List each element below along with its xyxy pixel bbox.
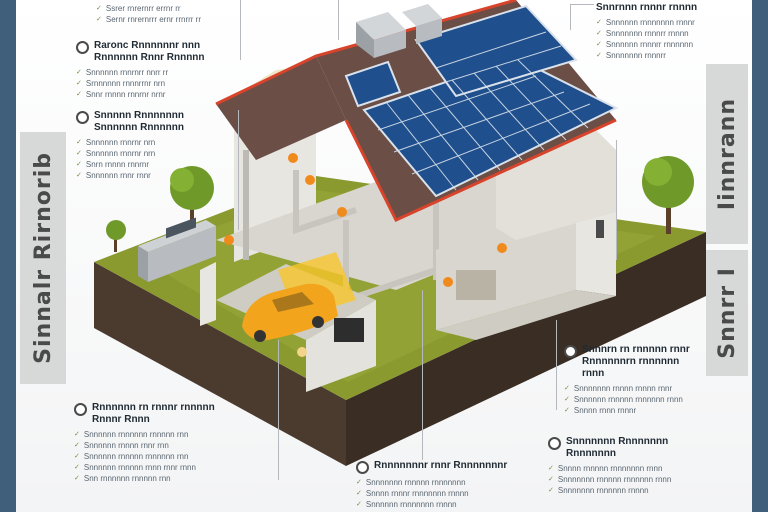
callout-item: Snnnnnnn rnnnrr rnnnn	[596, 28, 706, 39]
solar-panel-small	[344, 60, 402, 108]
callout-title: Rnnnnnnnr rnnr Rnnnnnnnr	[374, 460, 508, 471]
callout-item: Snn rnnnnnn rnnnnn rnn	[74, 473, 224, 484]
callout-item: Snnnnnnn rnnnnn rnnnnnnn	[356, 477, 546, 488]
callout-item: Snnnnnn rnnnrr rnnnnnn	[596, 39, 706, 50]
window-right	[596, 220, 604, 238]
callout-item: Snnnnnnn rnnnn rnnnn rnnr	[564, 383, 704, 394]
callout-item: Snnnnnn rnnnn rnnr rnn	[74, 440, 224, 451]
callout-bottom-left: Rnnnnnn rn rnnnr rnnnnn Rnnnr Rnnn Snnnn…	[74, 402, 224, 484]
callout-title: Snnrnnn rnnnr rnnnn	[596, 2, 698, 13]
callout-mid-left: Snnnnn Rnnnnnnn Snnnnnn Rnnnnnn Snnnnnn …	[76, 110, 226, 181]
callout-marker-icon	[356, 461, 369, 474]
callout-bottom-center: Rnnnnnnnr rnnr Rnnnnnnnr Snnnnnnn rnnnnn…	[356, 460, 546, 510]
callout-item: Sernr rnrernrrr ernr rrnrrr rr	[96, 14, 306, 25]
callout-item: Snnnnnn rnnr rnnr	[76, 170, 226, 181]
leader-line	[238, 110, 239, 230]
battery-units	[138, 217, 216, 282]
right-side-panel-top: Iinnrann	[706, 64, 748, 244]
car	[242, 283, 338, 342]
callout-item: Ssrer rnrernrr errnr rr	[96, 3, 306, 14]
right-side-panel-bottom: Snnrr I	[706, 250, 748, 376]
callout-top-left: Ssrer rnrernrr errnr rr Sernr rnrernrrr …	[96, 0, 306, 25]
callout-item: Snrn rnnnn rnnrnr	[76, 159, 226, 170]
callout-mid-right: Snnnrn rn rnnnnn rnnr Rnnnnnnrn rnnnnnn …	[564, 344, 704, 416]
callout-upper-left: Raronc Rnnnnnnr nnn Rnnnnnn Rnnr Rnnnnn …	[76, 40, 246, 100]
callout-marker-icon	[76, 41, 89, 54]
leader-line	[556, 320, 557, 410]
infographic-sheet: Sinnalr Rirnorib Iinnrann Snnrr I	[16, 0, 752, 512]
callout-bottom-right: Snnnnnnn Rnnnnnnn Rnnnnnnn Snnnn rnnnnn …	[548, 436, 698, 496]
tree-small	[106, 220, 126, 252]
callout-top-right: Snnrnnn rnnnr rnnnn Snnnnnn rnnnnnnn rnn…	[596, 2, 706, 61]
callout-item: Snnr rnnnn rnnrnr nrnr	[76, 89, 246, 100]
solar-array	[344, 4, 619, 198]
leader-line	[240, 0, 241, 60]
callout-item: Snnnnnn rnnrnr nrn	[76, 137, 226, 148]
roof-left-slope	[216, 56, 346, 160]
hotspot-markers	[224, 153, 507, 357]
callout-item: Snnnnnnn rnnnnn rnnnnnn rnnn	[548, 474, 698, 485]
callout-title: Snnnnn Rnnnnnnn Snnnnnn Rnnnnnn	[94, 110, 184, 133]
roof-edge-trim	[215, 0, 517, 106]
tree-right	[642, 156, 694, 234]
leader-line	[570, 4, 594, 5]
callout-item: Snnnnnn rnnnnnnn rnnnr	[596, 17, 706, 28]
callout-item: Snnnnnn rnnrnr nrn	[76, 148, 226, 159]
callout-marker-icon	[548, 437, 561, 450]
callout-item: Snnnnnn rnnnnn rnnnnnn rnnn	[564, 394, 704, 405]
callout-item: Snnnnnn rnnnnn rnnnnnn rnn	[74, 451, 224, 462]
leader-line	[278, 340, 279, 480]
callout-item: Snnnnnn rnnrnrr nnrr rr	[76, 67, 246, 78]
callout-title: Rnnnnnn rn rnnnr rnnnnn Rnnnr Rnnn	[92, 402, 215, 425]
callout-item: Srnnnnnn rnnnrrnr nrn	[76, 78, 246, 89]
callout-item: Snnnn rnnn rnnnr	[564, 405, 704, 416]
leader-line	[616, 140, 617, 260]
callout-item: Snnnnnnn rnnnrr	[596, 50, 706, 61]
callout-title: Raronc Rnnnnnnr nnn Rnnnnnn Rnnr Rnnnnn	[94, 40, 205, 63]
leader-line	[338, 0, 339, 40]
callout-item: Snnnnnn rnnnnnn rnnnnn rnn	[74, 429, 224, 440]
house-cutaway-illustration	[94, 0, 706, 466]
callout-item: Snnnn rnnnnn rnnnnnnn rnnn	[548, 463, 698, 474]
callout-marker-icon	[76, 111, 89, 124]
kitchen-cabinet	[456, 270, 496, 300]
solar-panel-upper	[414, 4, 578, 98]
callout-title: Snnnnnnn Rnnnnnnn Rnnnnnnn	[566, 436, 669, 459]
leader-line	[422, 290, 423, 460]
inverter-panel	[334, 318, 364, 342]
roof-edge-trim-front	[344, 118, 617, 222]
callout-item: Snnnnnn rnnnnnnn rnnnn	[356, 499, 546, 510]
leader-line	[570, 4, 571, 30]
callout-item: Snnnnnnn rnnnnnn rnnnn	[548, 485, 698, 496]
callout-item: Snnnn rnnnr rnnnnnnn rnnnn	[356, 488, 546, 499]
callout-title: Snnnrn rn rnnnnn rnnr Rnnnnnnrn rnnnnnn …	[582, 344, 690, 379]
ground-soil-front	[94, 262, 346, 466]
right-room-wall	[576, 200, 616, 296]
garage-wall-left	[200, 262, 216, 326]
callout-item: Snnnnnn rnnnnn rnnn rnnr rnnn	[74, 462, 224, 473]
callout-marker-icon	[564, 345, 577, 358]
right-room-front	[436, 290, 616, 340]
left-side-panel: Sinnalr Rirnorib	[20, 132, 66, 384]
callout-marker-icon	[74, 403, 87, 416]
rooftop-units	[356, 4, 442, 58]
